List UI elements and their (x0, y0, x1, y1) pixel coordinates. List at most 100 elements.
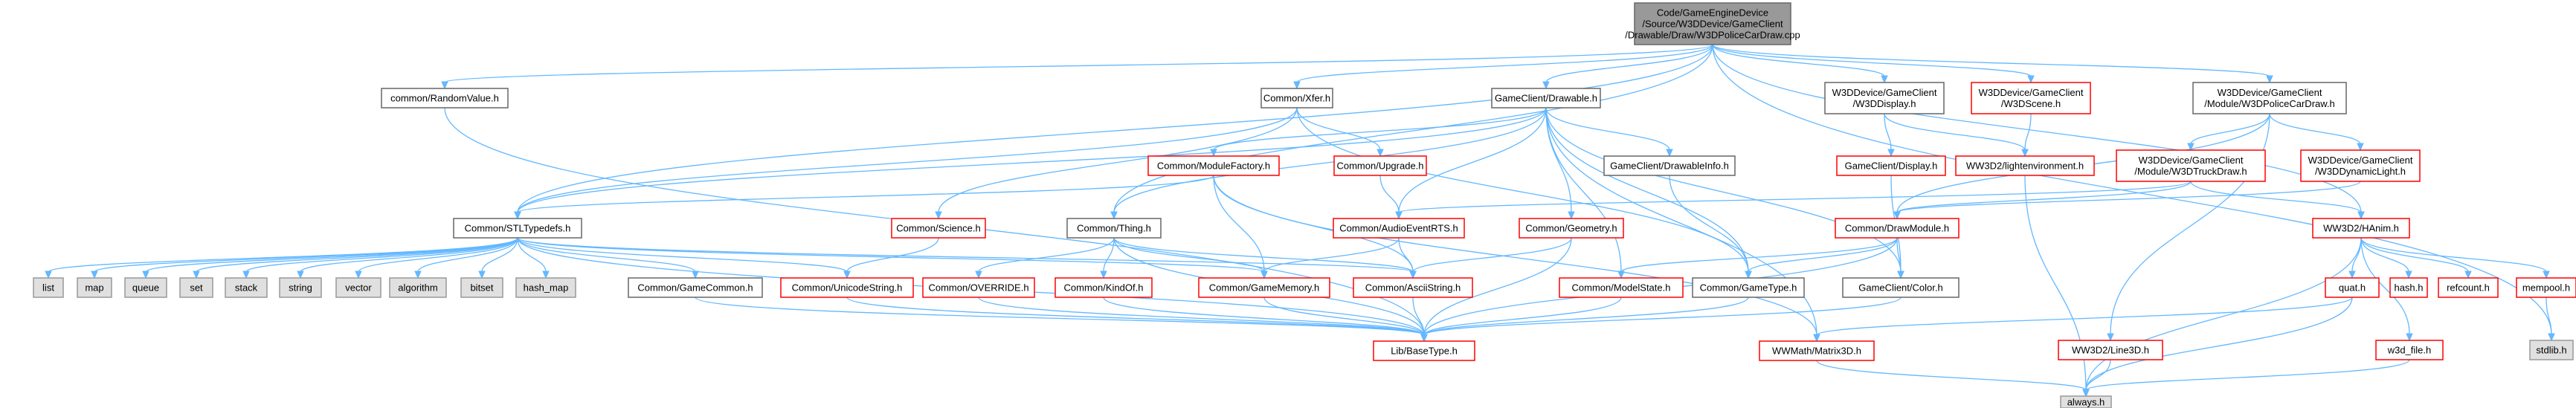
file-node-stltypedefs[interactable]: Common/STLTypedefs.h (453, 218, 582, 239)
file-node-override[interactable]: Common/OVERRIDE.h (922, 277, 1035, 298)
node-box (2375, 340, 2444, 360)
file-node-refcount[interactable]: refcount.h (2438, 277, 2499, 298)
edge-arrowhead (1260, 271, 1268, 279)
dependency-edge (297, 237, 518, 279)
file-node-modulefactory[interactable]: Common/ModuleFactory.h (1147, 155, 1280, 176)
file-node-asciistring[interactable]: Common/AsciiString.h (1353, 277, 1473, 298)
node-label: set (190, 282, 203, 294)
file-node-w3dscene[interactable]: W3DDevice/GameClient/W3DScene.h (1971, 82, 2091, 114)
node-label: string (289, 282, 312, 294)
node-label: common/RandomValue.h (390, 93, 499, 104)
node-label: Common/ModelState.h (1572, 282, 1671, 294)
edge-arrowhead (843, 271, 851, 279)
edge-line (1398, 107, 1547, 213)
file-node-line3d[interactable]: WW3D2/Line3D.h (2058, 340, 2163, 360)
dependency-edge (1545, 107, 1673, 158)
file-node-kindof[interactable]: Common/KindOf.h (1054, 277, 1153, 298)
file-node-xfer[interactable]: Common/Xfer.h (1260, 88, 1333, 109)
file-node-science[interactable]: Common/Science.h (891, 218, 986, 239)
node-label: algorithm (398, 282, 437, 294)
node-box (2116, 149, 2266, 182)
node-label: Common/KindOf.h (1064, 282, 1144, 294)
file-node-upgrade[interactable]: Common/Upgrade.h (1333, 155, 1427, 176)
edge-line (2360, 237, 2409, 273)
file-node-gamecommon[interactable]: Common/GameCommon.h (628, 277, 763, 298)
node-label: queue (132, 282, 159, 294)
file-node-drawable[interactable]: GameClient/Drawable.h (1491, 88, 1601, 109)
node-label: W3DDevice/GameClient (2308, 155, 2413, 166)
edge-arrowhead (692, 271, 699, 279)
dependency-edge (193, 237, 518, 279)
file-node-hanim[interactable]: WW3D2/HAnim.h (2312, 218, 2410, 239)
node-label: Common/Science.h (896, 223, 980, 234)
edge-arrowhead (414, 271, 422, 279)
edge-line (978, 237, 1115, 273)
edge-line (517, 237, 547, 273)
file-node-lightenvironment[interactable]: WW3D2/lightenvironment.h (1955, 155, 2095, 176)
file-node-unicodestring[interactable]: Common/UnicodeString.h (780, 277, 914, 298)
node-box (381, 88, 509, 109)
file-node-gameclientdisplay[interactable]: GameClient/Display.h (1836, 155, 1946, 176)
edge-arrowhead (2027, 75, 2035, 84)
file-node-w3dpolicecardraw[interactable]: W3DDevice/GameClient/Module/W3DPoliceCar… (2192, 82, 2347, 114)
node-box (1054, 277, 1153, 298)
edge-arrowhead (1745, 271, 1752, 279)
edge-arrowhead (1409, 271, 1417, 279)
file-node-thing[interactable]: Common/Thing.h (1066, 218, 1162, 239)
file-node-w3dfile[interactable]: w3d_file.h (2375, 340, 2444, 360)
edge-arrowhead (1376, 149, 1384, 158)
node-label: Common/DrawModule.h (1845, 223, 1949, 234)
file-node-quat[interactable]: quat.h (2325, 277, 2380, 298)
file-node-mempool[interactable]: mempool.h (2516, 277, 2576, 298)
dependency-edge (1893, 181, 2192, 220)
node-box (1519, 218, 1624, 239)
node-label: Code/GameEngineDevice (1657, 7, 1768, 19)
file-node-root[interactable]: Code/GameEngineDevice/Source/W3DDevice/G… (1625, 2, 1800, 45)
file-node-map: map (77, 277, 112, 298)
edge-arrowhead (478, 271, 486, 279)
edge-line (938, 107, 1298, 213)
node-box (780, 277, 914, 298)
edge-layer (45, 44, 2555, 398)
dependency-edge (2107, 113, 2270, 342)
file-node-geometry[interactable]: Common/Geometry.h (1519, 218, 1624, 239)
file-node-randomvalue[interactable]: common/RandomValue.h (381, 88, 509, 109)
file-node-w3ddynamiclight[interactable]: W3DDevice/GameClient/W3DDynamicLight.h (2300, 149, 2421, 182)
dependency-edge (975, 237, 1115, 279)
dependency-edge (1545, 107, 1904, 279)
node-label: Lib/BaseType.h (1391, 346, 1458, 357)
edge-arrowhead (1110, 211, 1118, 220)
edge-arrowhead (1897, 271, 1904, 279)
file-node-w3ddisplay[interactable]: W3DDevice/GameClient/W3DDisplay.h (1824, 82, 1945, 114)
dependency-edge (2024, 175, 2090, 398)
file-node-audioeventrts[interactable]: Common/AudioEventRTS.h (1333, 218, 1465, 239)
edge-line (978, 297, 1425, 336)
node-label: GameClient/Color.h (1858, 282, 1942, 294)
file-node-drawmodule[interactable]: Common/DrawModule.h (1835, 218, 1960, 239)
file-node-drawableinfo[interactable]: GameClient/DrawableInfo.h (1603, 155, 1736, 176)
dependency-edge (1420, 297, 1902, 343)
node-label: Common/GameMemory.h (1209, 282, 1320, 294)
edge-line (1816, 360, 2087, 391)
file-node-gamememory[interactable]: Common/GameMemory.h (1198, 277, 1330, 298)
node-label: WW3D2/lightenvironment.h (1966, 161, 2084, 172)
file-node-hash[interactable]: hash.h (2389, 277, 2428, 298)
node-label: GameClient/Display.h (1845, 161, 1938, 172)
node-label: hash.h (2394, 282, 2423, 294)
node-label: /Source/W3DDevice/GameClient (1642, 19, 1783, 30)
file-node-gametype[interactable]: Common/GameType.h (1692, 277, 1805, 298)
node-label: vector (345, 282, 372, 294)
node-label: Common/GameCommon.h (637, 282, 753, 294)
edge-line (1545, 107, 1670, 151)
file-node-matrix3d[interactable]: WWMath/Matrix3D.h (1759, 340, 1875, 361)
file-node-w3dtruckdraw[interactable]: W3DDevice/GameClient/Module/W3DTruckDraw… (2116, 149, 2266, 182)
edge-arrowhead (1100, 271, 1107, 279)
edge-line (1398, 181, 2192, 213)
edge-arrowhead (1666, 149, 1673, 158)
node-box (1836, 155, 1946, 176)
file-node-color[interactable]: GameClient/Color.h (1842, 277, 1960, 298)
edge-arrowhead (242, 271, 250, 279)
edge-arrowhead (514, 211, 521, 220)
file-node-modelstate[interactable]: Common/ModelState.h (1559, 277, 1684, 298)
file-node-basetype[interactable]: Lib/BaseType.h (1373, 340, 1475, 361)
